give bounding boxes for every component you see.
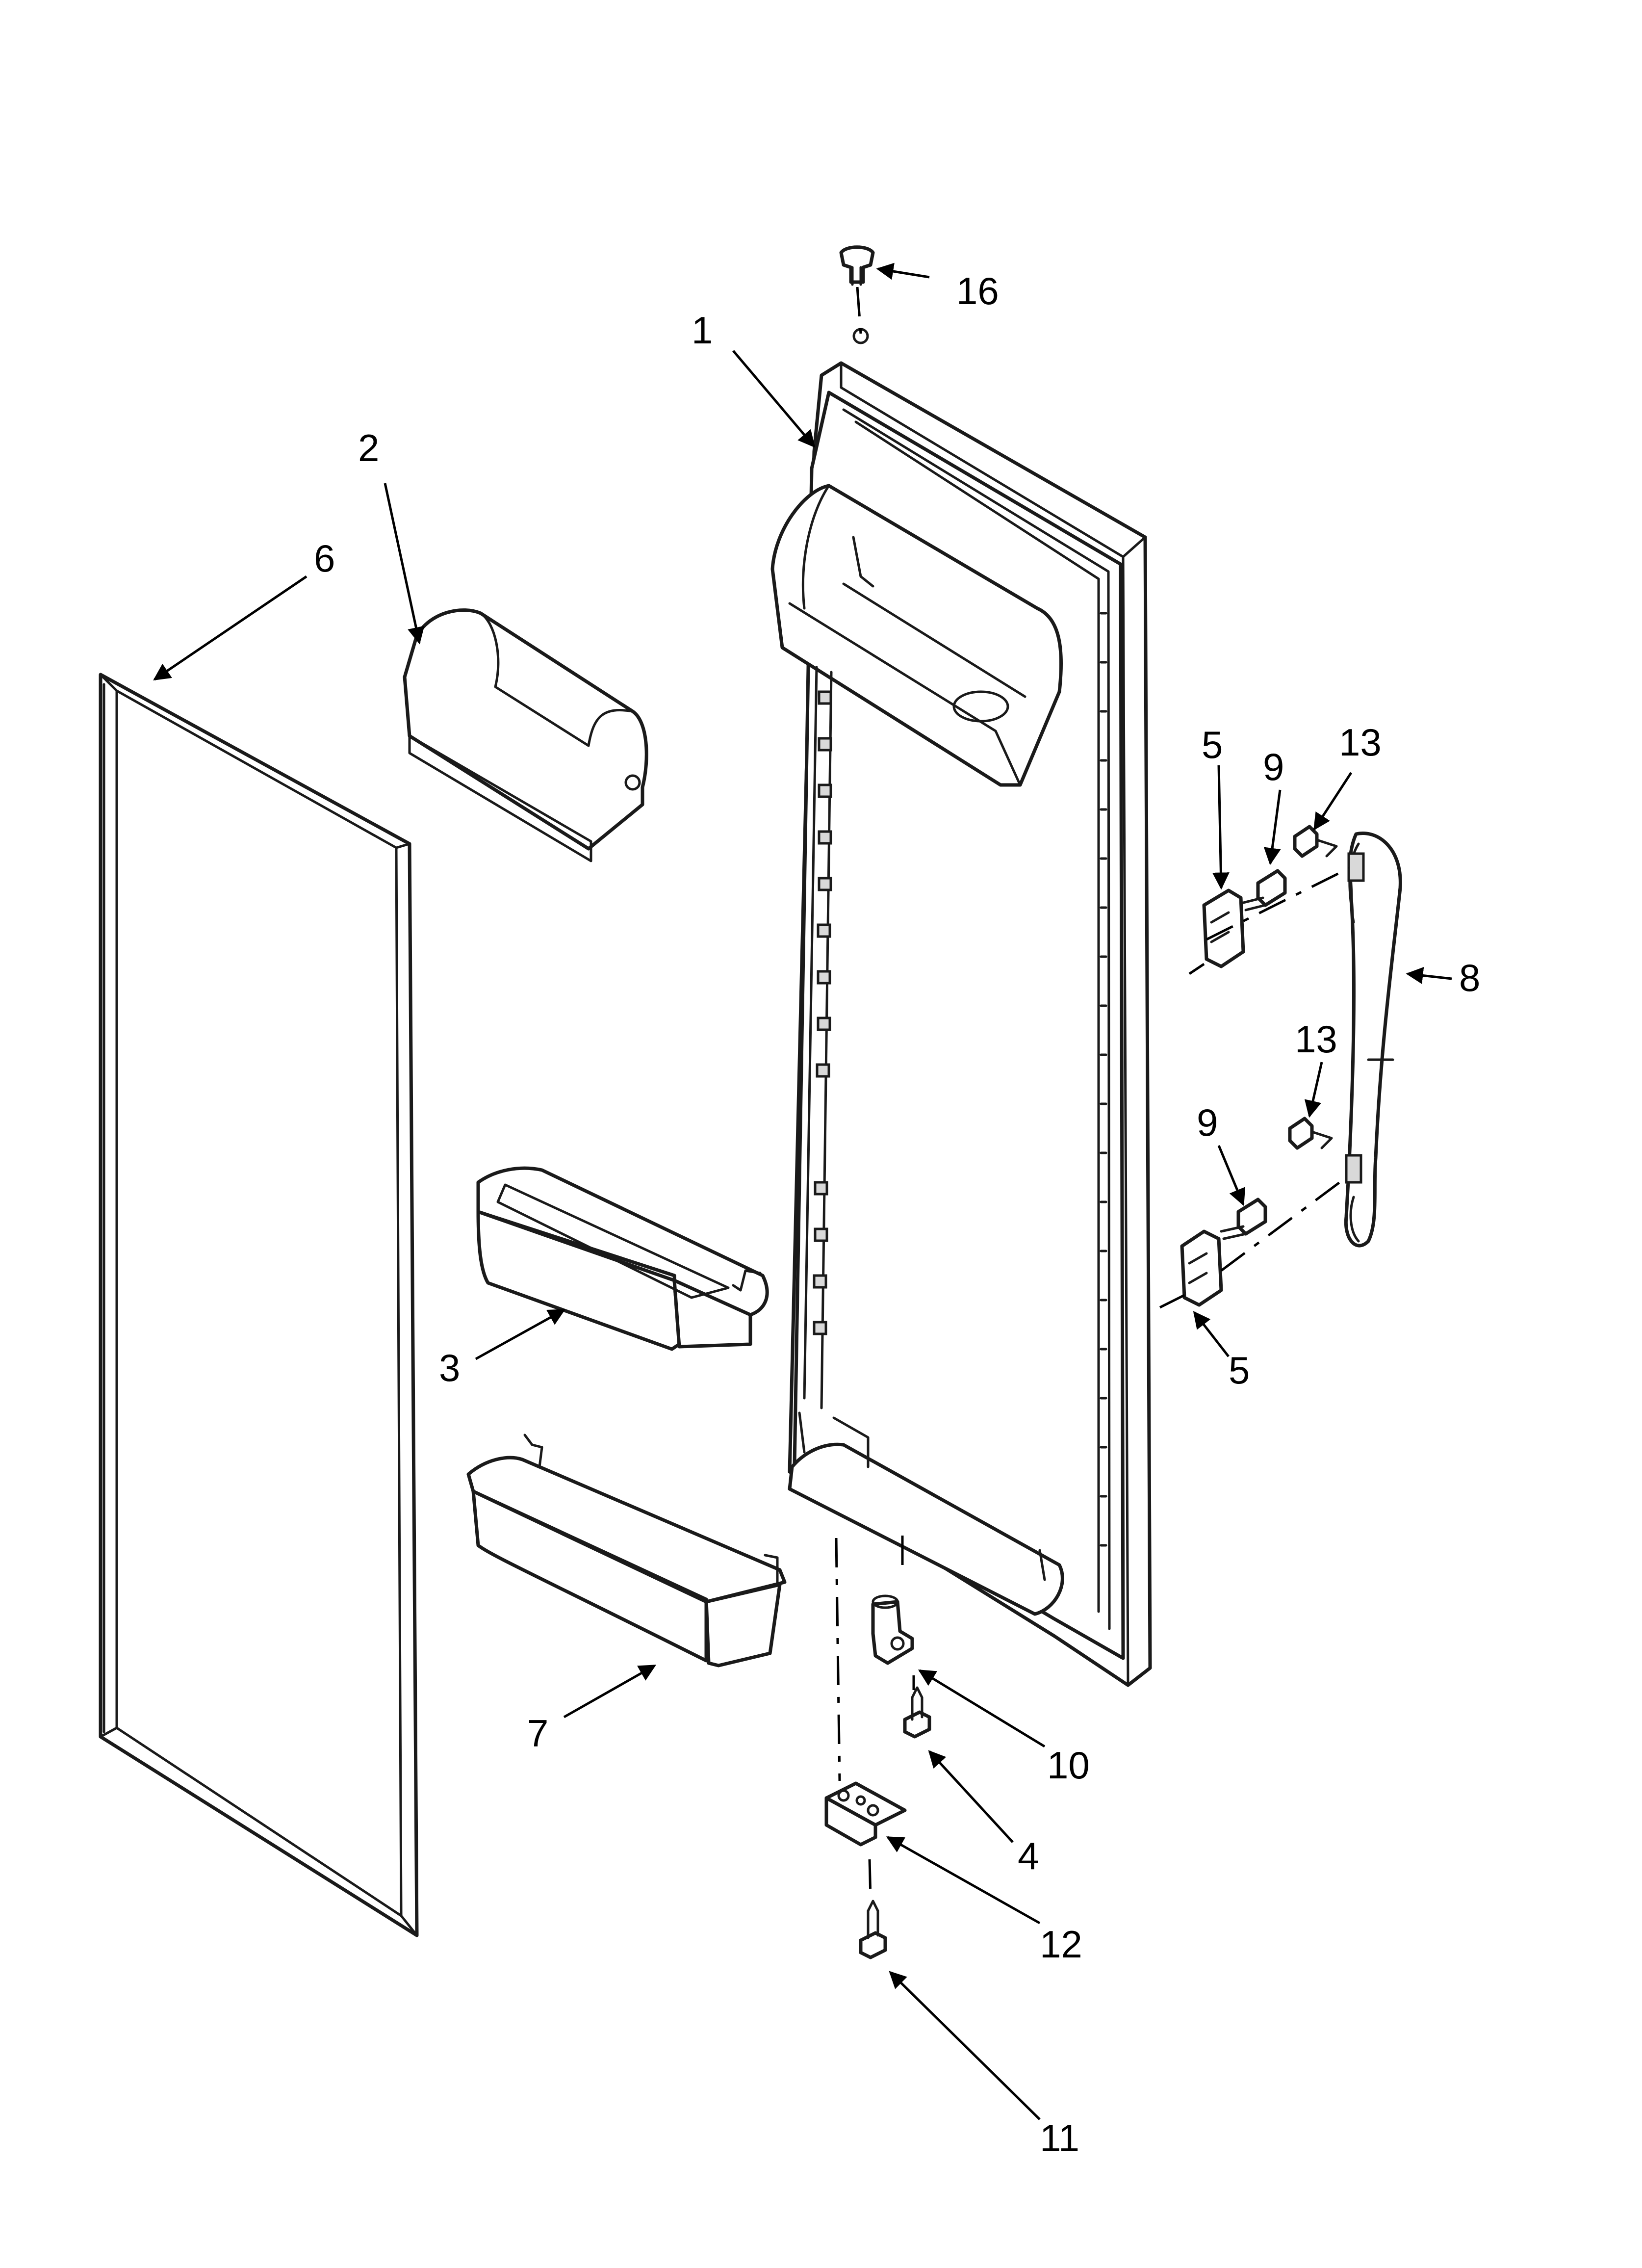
hinge-plate-screw [859, 1900, 887, 1959]
hinge-plate [824, 1781, 907, 1847]
dairy-door [403, 608, 648, 862]
callout-labels: 16 1 2 6 5 9 13 8 13 9 5 3 7 10 4 12 11 [314, 269, 1480, 2160]
callout-1: 1 [692, 309, 713, 352]
callout-16: 16 [956, 269, 999, 313]
door-liner [770, 328, 1152, 1687]
callout-2: 2 [358, 426, 379, 469]
callout-9-bottom: 9 [1197, 1101, 1218, 1144]
handle-screw-bottom [1288, 1117, 1333, 1150]
handle-bracket-top [1202, 888, 1245, 968]
callout-11: 11 [1040, 2116, 1079, 2160]
callout-3: 3 [439, 1346, 460, 1389]
screw-top [1242, 869, 1287, 912]
leader-arrows [153, 262, 1452, 2120]
callout-5-top: 5 [1202, 723, 1223, 766]
callout-13-bottom: 13 [1295, 1017, 1337, 1061]
callout-5-bottom: 5 [1229, 1349, 1250, 1392]
callout-4: 4 [1018, 1834, 1039, 1877]
callout-13-top: 13 [1339, 721, 1382, 764]
door-handle [1344, 832, 1402, 1248]
callout-10: 10 [1047, 1744, 1090, 1787]
screw-bottom [1220, 1198, 1267, 1240]
hinge-bushing [871, 1594, 914, 1665]
door-bin-small [466, 1434, 787, 1668]
handle-screw-top [1293, 825, 1338, 858]
door-bin-large [476, 1166, 769, 1351]
door-plug [839, 245, 875, 286]
hinge-screw [903, 1686, 931, 1739]
callout-12: 12 [1040, 1923, 1082, 1966]
callout-9-top: 9 [1263, 745, 1284, 788]
callout-7: 7 [527, 1712, 548, 1755]
handle-bracket-bottom [1180, 1229, 1223, 1307]
callout-8: 8 [1459, 956, 1480, 999]
alignment-lines [835, 287, 1350, 1899]
door-gasket [99, 673, 419, 1937]
shelf-clips [813, 690, 832, 1335]
callout-6: 6 [314, 537, 335, 580]
